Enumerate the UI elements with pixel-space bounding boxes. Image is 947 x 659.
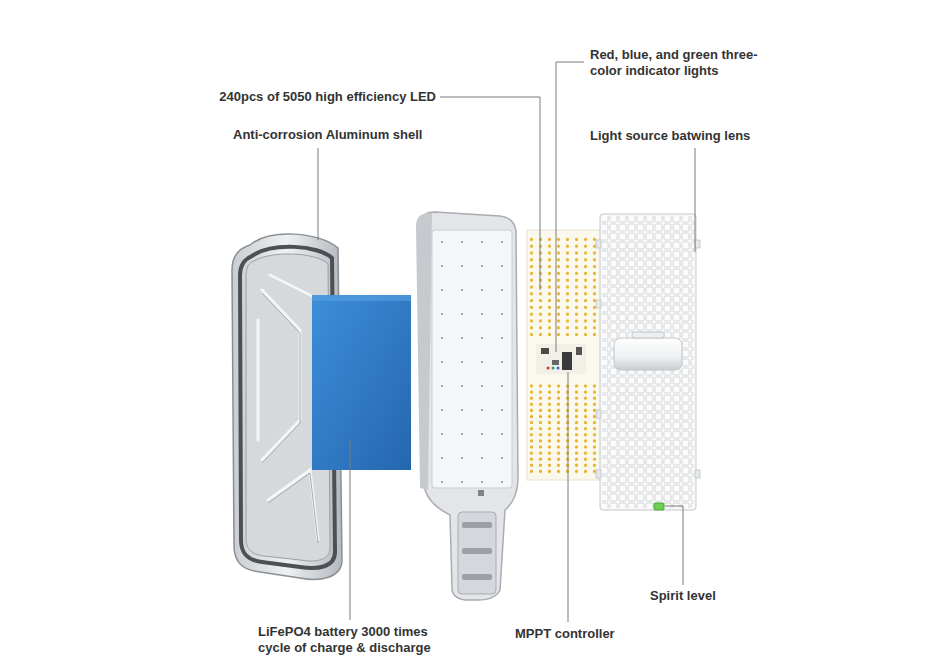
callout-label: Light source batwing lens xyxy=(590,128,750,144)
callout-label: Anti-corrosion Aluminum shell xyxy=(233,127,422,143)
callout-label: Spirit level xyxy=(650,588,716,604)
callout-label: 240pcs of 5050 high efficiency LED xyxy=(219,89,436,105)
callout-label: Red, blue, and green three-color indicat… xyxy=(590,47,770,79)
callout-label: LiFePO4 battery 3000 times cycle of char… xyxy=(258,624,443,656)
leader-lines xyxy=(318,62,695,622)
callout-label: MPPT controller xyxy=(515,626,615,642)
